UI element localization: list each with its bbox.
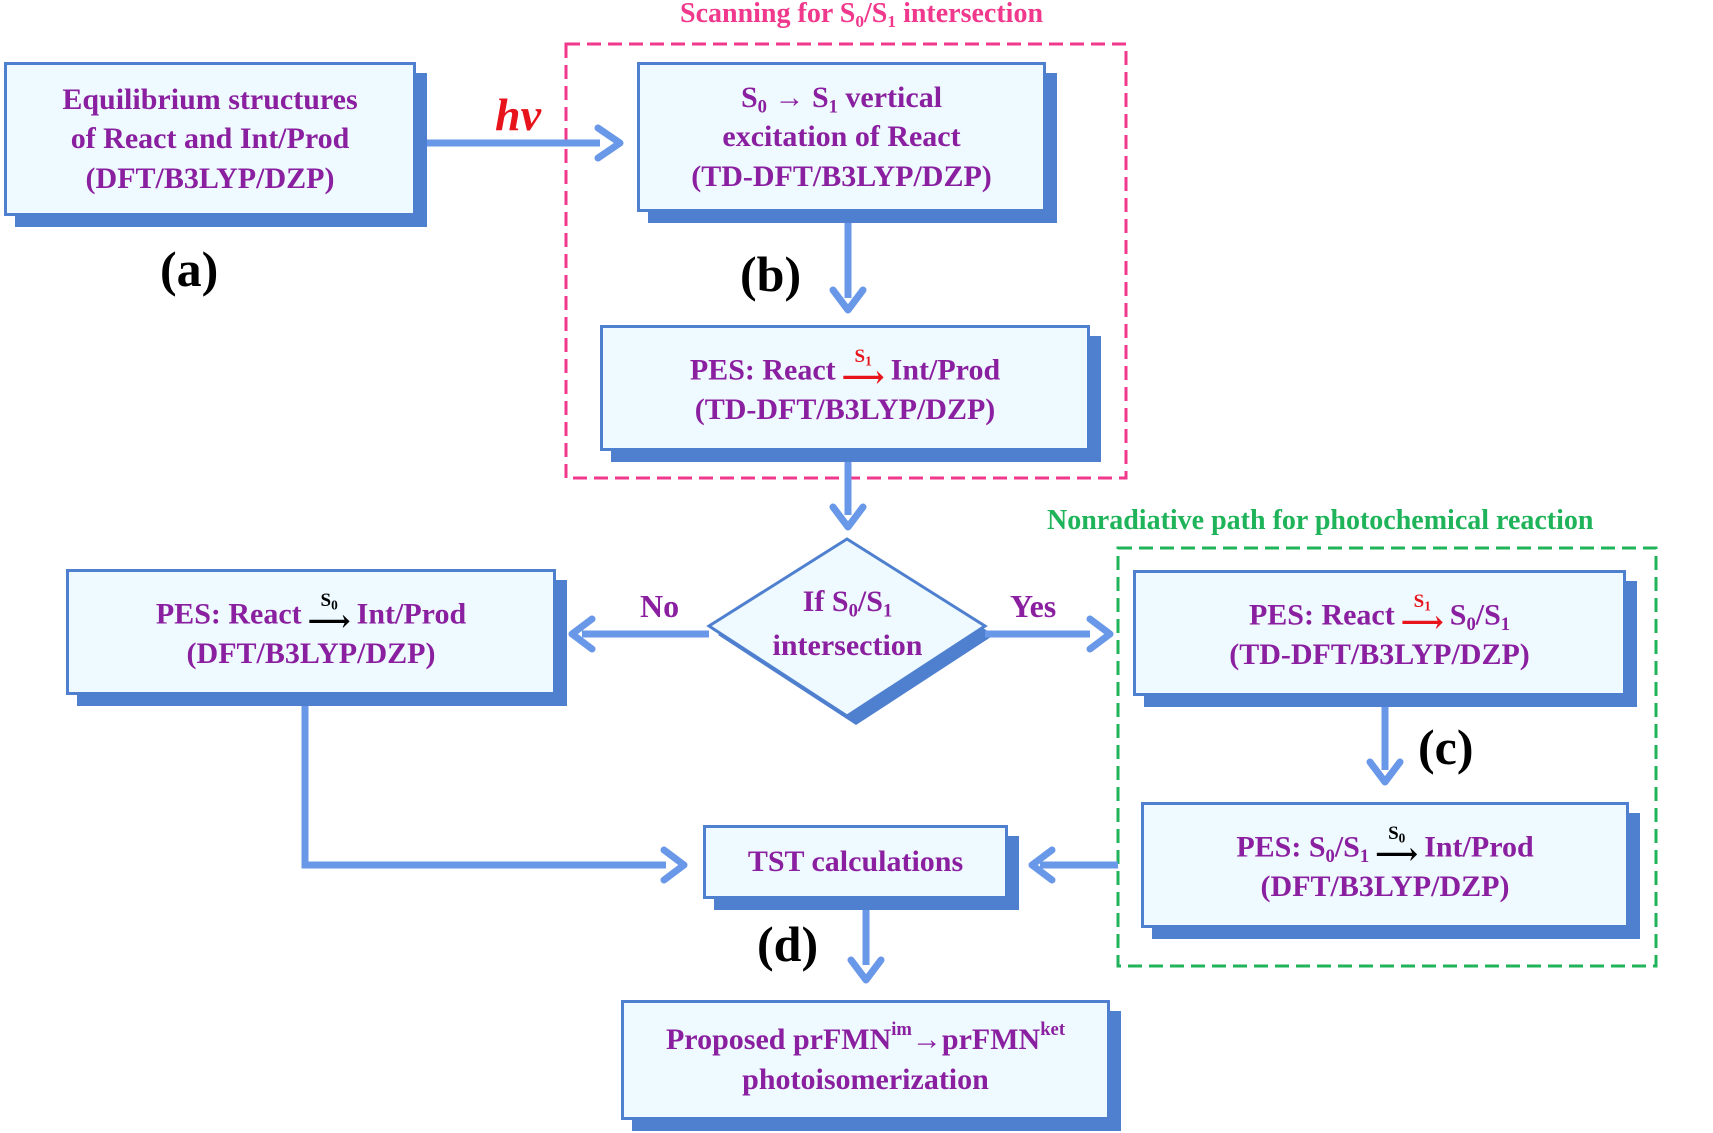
proposed-line1: Proposed prFMNim→prFMNket bbox=[665, 1019, 1066, 1057]
arrowhead-decision bbox=[829, 503, 867, 531]
s0-reaction-arrow: S0⟶ bbox=[307, 589, 351, 638]
proposed-line2: photoisomerization bbox=[742, 1063, 989, 1096]
excitation-line3: (TD-DFT/B3LYP/DZP) bbox=[691, 159, 992, 193]
arrowhead-right-tst bbox=[1028, 846, 1056, 884]
equilibrium-structures-box: Equilibrium structures of React and Int/… bbox=[4, 62, 416, 216]
branch-no-label: No bbox=[640, 588, 680, 624]
nonradiative-frame bbox=[1116, 546, 1658, 968]
pes-s0-line2: (DFT/B3LYP/DZP) bbox=[186, 636, 436, 670]
scan-frame-title-text: Scanning for S0/S1 intersection bbox=[680, 0, 1044, 32]
s0-ci-prod-arrow: S0⟶ bbox=[1375, 822, 1419, 871]
excitation-line2: excitation of React bbox=[722, 120, 961, 154]
excitation-line1: S0 → S1 vertical bbox=[740, 80, 943, 118]
arrowhead-b bbox=[594, 124, 624, 162]
panel-label-b: (b) bbox=[740, 246, 802, 302]
tst-line1: TST calculations bbox=[747, 845, 964, 879]
equilibrium-line1: Equilibrium structures bbox=[62, 82, 358, 116]
decision-label: If S0/S1 intersection bbox=[720, 580, 975, 667]
vertical-excitation-box: S0 → S1 vertical excitation of React (TD… bbox=[637, 62, 1046, 212]
tst-calculations-box: TST calculations bbox=[703, 825, 1008, 899]
decision-line1: If S0/S1 bbox=[802, 585, 893, 622]
arrowhead-scan bbox=[829, 286, 867, 314]
equilibrium-line3: (DFT/B3LYP/DZP) bbox=[85, 161, 335, 195]
arrow-left-to-tst bbox=[301, 705, 666, 869]
decision-line2: intersection bbox=[772, 628, 923, 662]
arrowhead-no bbox=[568, 615, 596, 653]
pes-s1-ci-line2: (TD-DFT/B3LYP/DZP) bbox=[1229, 637, 1530, 671]
pes-s1-scan-line2: (TD-DFT/B3LYP/DZP) bbox=[694, 392, 996, 426]
nonradiative-frame-title: Nonradiative path for photochemical reac… bbox=[1047, 505, 1593, 537]
photon-hv-label: hν bbox=[495, 89, 541, 140]
scan-frame-title: Scanning for S0/S1 intersection bbox=[680, 0, 1043, 30]
branch-yes-label: Yes bbox=[1010, 588, 1057, 624]
nonradiative-frame-title-text: Nonradiative path for photochemical reac… bbox=[1047, 505, 1594, 536]
arrowhead-left-tst bbox=[660, 846, 688, 884]
arrowhead-c bbox=[1366, 758, 1404, 786]
panel-label-a: (a) bbox=[160, 241, 219, 297]
arrowhead-proposed bbox=[847, 956, 885, 984]
panel-label-c: (c) bbox=[1418, 719, 1474, 775]
equilibrium-line2: of React and Int/Prod bbox=[70, 122, 350, 156]
pes-ci-prod-line2: (DFT/B3LYP/DZP) bbox=[1260, 869, 1510, 903]
s1-ci-arrow: S1⟶ bbox=[1400, 590, 1444, 639]
proposed-photoisomerization-box: Proposed prFMNim→prFMNket photoisomeriza… bbox=[621, 1000, 1110, 1120]
s1-reaction-arrow: S1⟶ bbox=[841, 345, 885, 394]
arrowhead-yes bbox=[1086, 615, 1114, 653]
panel-label-d: (d) bbox=[757, 916, 819, 972]
